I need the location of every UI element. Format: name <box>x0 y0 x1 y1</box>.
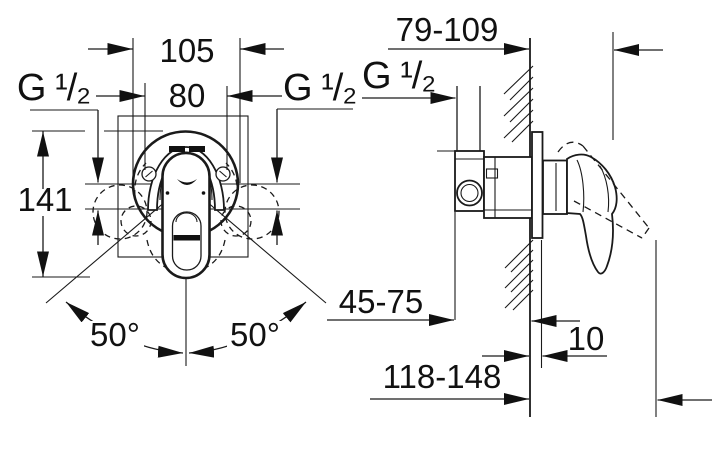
handle-grip-bar <box>173 235 200 241</box>
dim-141-text-mask <box>20 189 70 216</box>
dim-141-label: 141 <box>17 181 72 218</box>
handle-indicator-arc <box>177 179 197 185</box>
handle-inner-outline <box>171 211 202 271</box>
dim-escutcheon-diameter: 105 <box>88 32 284 183</box>
escutcheon-plate-side <box>531 131 544 239</box>
handle-dot-left <box>165 191 170 195</box>
dim-45-75-label: 45-75 <box>339 283 423 320</box>
dim-plate-offset: 10 <box>482 320 607 362</box>
thread-leader-lines <box>30 108 353 245</box>
angle-left-text-mask <box>87 321 144 349</box>
ghost-arc-left-inner <box>120 205 152 237</box>
valve-body-outline <box>483 156 533 219</box>
front-view-shower-mixer: 105 80 G ¹/₂ G ¹/₂ 141 <box>17 32 357 366</box>
side-screw-right-slot <box>219 170 227 178</box>
dim-80-extension-lines <box>144 83 228 170</box>
inlet-port-inner <box>460 183 479 203</box>
dim-118-148-label: 118-148 <box>383 358 502 395</box>
dim-connection-spacing: 80 G ¹/₂ G ¹/₂ <box>17 67 357 170</box>
ghost-handle-lever-lines <box>573 145 650 239</box>
side-view-shower-mixer: 79-109 G ¹/₂ 45-75 10 118-148 <box>327 11 712 417</box>
dim-105-extension-lines <box>132 38 241 183</box>
cap-screw-right <box>189 146 205 152</box>
cartridge-stem <box>542 159 568 215</box>
dim-79-109-label: 79-109 <box>396 11 499 48</box>
thread-label-right: G ¹/₂ <box>283 67 356 109</box>
dim-10-label: 10 <box>568 320 605 357</box>
valve-body-stub <box>485 168 499 179</box>
dim-80-label: 80 <box>169 77 206 114</box>
dim-overall-height: 141 <box>17 130 163 278</box>
dim-install-depth: 79-109 <box>388 11 663 56</box>
supply-pipes <box>456 86 481 152</box>
inlet-thread-label: G ¹/₂ <box>362 55 435 97</box>
dim-105-label: 105 <box>159 32 214 69</box>
valve-body-detail-lines <box>484 157 532 218</box>
handle-side <box>566 153 618 275</box>
handle-inner-top-arc <box>175 212 198 223</box>
ghost-handle-top-curve <box>557 141 584 153</box>
dim-swing-angles: 50° 50° <box>87 316 284 353</box>
handle-raised-ghost <box>557 141 650 239</box>
dim-overall-depth: 118-148 <box>370 358 712 406</box>
inlet-thread-callout: G ¹/₂ <box>362 55 456 104</box>
angle-right-label: 50° <box>230 316 280 353</box>
dim-141-tick-lines <box>32 130 163 278</box>
wall-hatching-upper <box>503 65 534 143</box>
ghost-arc-left-outer <box>92 184 148 240</box>
cap-screw-left <box>169 146 185 152</box>
valve-body <box>483 156 533 219</box>
dim-body-depth: 45-75 <box>327 283 580 327</box>
ghost-arc-right-outer <box>224 184 280 240</box>
angle-left-label: 50° <box>90 316 140 353</box>
angle-right-text-mask <box>227 321 284 349</box>
thread-label-left: G ¹/₂ <box>17 67 90 109</box>
side-screw-left-slot <box>145 170 153 178</box>
wall-hatching-lower <box>504 239 534 311</box>
handle-dot-right <box>201 191 206 195</box>
inlet-elbow <box>437 150 485 212</box>
